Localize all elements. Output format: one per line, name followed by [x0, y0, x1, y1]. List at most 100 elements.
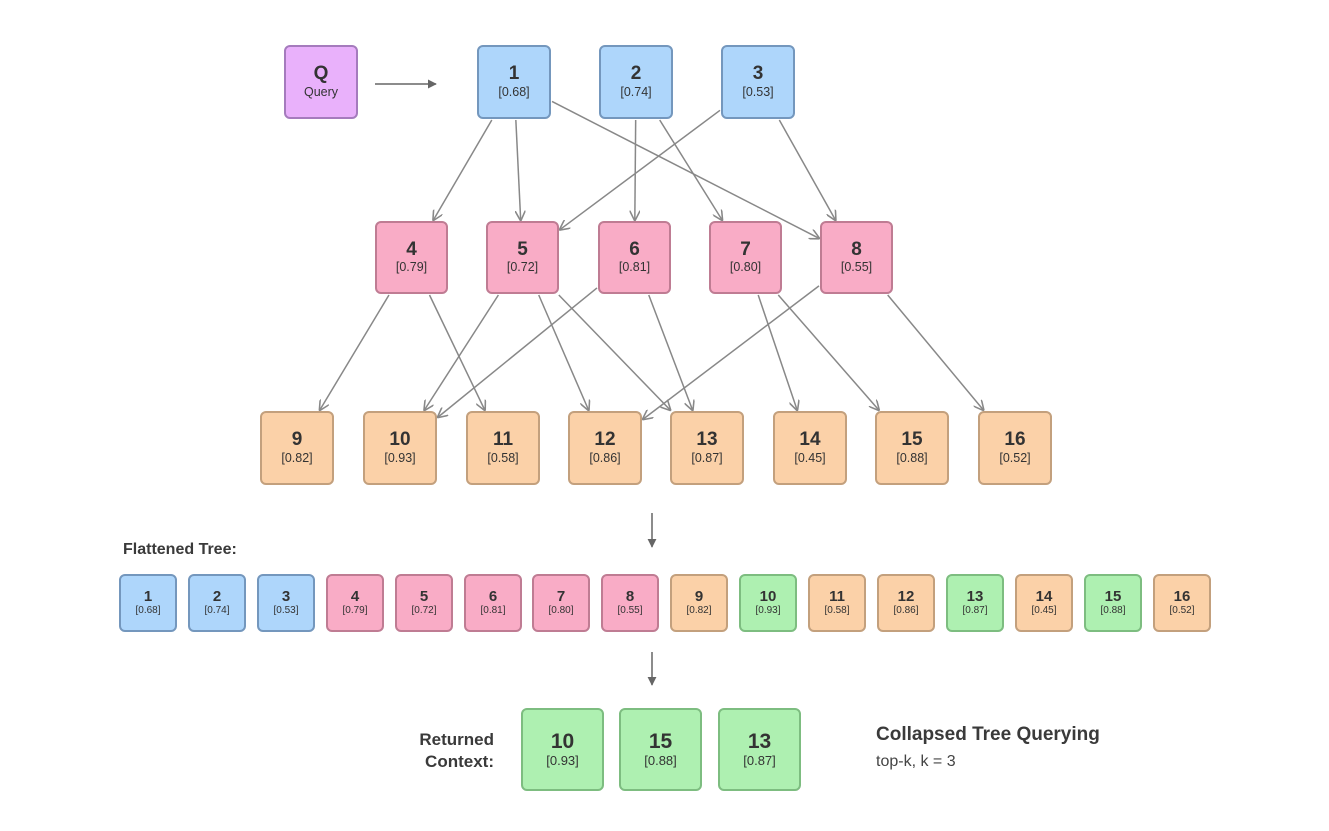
node-score: [0.72] — [506, 260, 539, 275]
node-score: [0.88] — [644, 753, 677, 769]
node-id: 10 — [550, 730, 575, 754]
flat-node-12: 12[0.86] — [877, 574, 935, 632]
node-score: [0.74] — [204, 605, 230, 617]
tree-node-16: 16[0.52] — [978, 411, 1052, 485]
node-score: [0.52] — [1169, 605, 1195, 617]
node-id: 15 — [901, 429, 923, 451]
node-score: [0.80] — [548, 605, 574, 617]
edge-2-7 — [659, 119, 722, 220]
tree-node-2: 2[0.74] — [599, 45, 673, 119]
flat-node-2: 2[0.74] — [188, 574, 246, 632]
node-id: 1 — [143, 587, 153, 605]
query-label: Query — [303, 84, 339, 99]
node-id: 13 — [747, 730, 772, 754]
tree-node-8: 8[0.55] — [820, 221, 893, 294]
node-id: 12 — [897, 587, 915, 605]
flat-node-10: 10[0.93] — [739, 574, 797, 632]
node-score: [0.53] — [273, 605, 299, 617]
node-score: [0.68] — [135, 605, 161, 617]
node-id: 4 — [350, 587, 360, 605]
flat-node-13: 13[0.87] — [946, 574, 1004, 632]
tree-node-14: 14[0.45] — [773, 411, 847, 485]
flat-node-8: 8[0.55] — [601, 574, 659, 632]
query-id: Q — [313, 63, 329, 85]
tree-node-15: 15[0.88] — [875, 411, 949, 485]
flat-node-7: 7[0.80] — [532, 574, 590, 632]
tree-node-1: 1[0.68] — [477, 45, 551, 119]
node-score: [0.58] — [824, 605, 850, 617]
returned-node-13: 13[0.87] — [718, 708, 801, 791]
tree-node-6: 6[0.81] — [598, 221, 671, 294]
node-id: 8 — [851, 238, 862, 260]
node-score: [0.82] — [281, 450, 313, 465]
returned-label: Returned Context: — [394, 729, 494, 773]
node-id: 6 — [488, 587, 498, 605]
flat-node-1: 1[0.68] — [119, 574, 177, 632]
tree-node-11: 11[0.58] — [466, 411, 540, 485]
flat-node-16: 16[0.52] — [1153, 574, 1211, 632]
tree-node-7: 7[0.80] — [709, 221, 782, 294]
node-score: [0.55] — [840, 260, 873, 275]
node-score: [0.86] — [893, 605, 919, 617]
node-id: 3 — [281, 587, 291, 605]
node-id: 11 — [492, 429, 514, 451]
edge-1-4 — [433, 119, 493, 220]
node-score: [0.45] — [794, 450, 826, 465]
query-node: Q Query — [284, 45, 358, 119]
node-score: [0.55] — [617, 605, 643, 617]
method-title: Collapsed Tree Querying — [876, 724, 1100, 745]
returned-label-line1: Returned — [419, 730, 494, 749]
flat-node-6: 6[0.81] — [464, 574, 522, 632]
node-id: 16 — [1004, 429, 1026, 451]
tree-node-12: 12[0.86] — [568, 411, 642, 485]
edge-8-12 — [643, 285, 820, 419]
edge-1-5 — [516, 119, 521, 220]
edge-4-11 — [428, 294, 485, 410]
edge-4-9 — [320, 294, 390, 410]
tree-node-10: 10[0.93] — [363, 411, 437, 485]
node-score: [0.81] — [618, 260, 651, 275]
node-score: [0.58] — [487, 450, 519, 465]
node-score: [0.68] — [498, 84, 530, 99]
node-id: 15 — [648, 730, 673, 754]
node-score: [0.74] — [620, 84, 652, 99]
edge-5-12 — [538, 294, 589, 410]
node-id: 5 — [419, 587, 429, 605]
returned-node-10: 10[0.93] — [521, 708, 604, 791]
node-score: [0.82] — [686, 605, 712, 617]
edge-2-6 — [635, 119, 636, 220]
node-id: 16 — [1173, 587, 1191, 605]
node-id: 4 — [406, 238, 417, 260]
returned-node-15: 15[0.88] — [619, 708, 702, 791]
node-id: 9 — [694, 587, 704, 605]
node-id: 10 — [759, 587, 777, 605]
flat-node-9: 9[0.82] — [670, 574, 728, 632]
node-score: [0.88] — [1100, 605, 1126, 617]
edge-5-13 — [558, 294, 670, 410]
node-id: 14 — [1035, 587, 1053, 605]
flat-node-4: 4[0.79] — [326, 574, 384, 632]
node-score: [0.45] — [1031, 605, 1057, 617]
flat-node-3: 3[0.53] — [257, 574, 315, 632]
flat-node-5: 5[0.72] — [395, 574, 453, 632]
node-id: 6 — [629, 238, 640, 260]
flat-node-15: 15[0.88] — [1084, 574, 1142, 632]
node-id: 7 — [556, 587, 566, 605]
node-score: [0.87] — [691, 450, 723, 465]
node-score: [0.81] — [480, 605, 506, 617]
flattened-title: Flattened Tree: — [123, 541, 237, 558]
node-id: 7 — [740, 238, 751, 260]
edge-3-5 — [560, 109, 721, 229]
node-id: 13 — [966, 587, 984, 605]
node-id: 2 — [212, 587, 222, 605]
node-score: [0.87] — [962, 605, 988, 617]
flat-node-14: 14[0.45] — [1015, 574, 1073, 632]
tree-node-5: 5[0.72] — [486, 221, 559, 294]
tree-node-3: 3[0.53] — [721, 45, 795, 119]
node-id: 14 — [799, 429, 821, 451]
node-id: 2 — [630, 63, 642, 85]
returned-label-line2: Context: — [425, 752, 494, 771]
node-score: [0.93] — [384, 450, 416, 465]
node-score: [0.53] — [742, 84, 774, 99]
